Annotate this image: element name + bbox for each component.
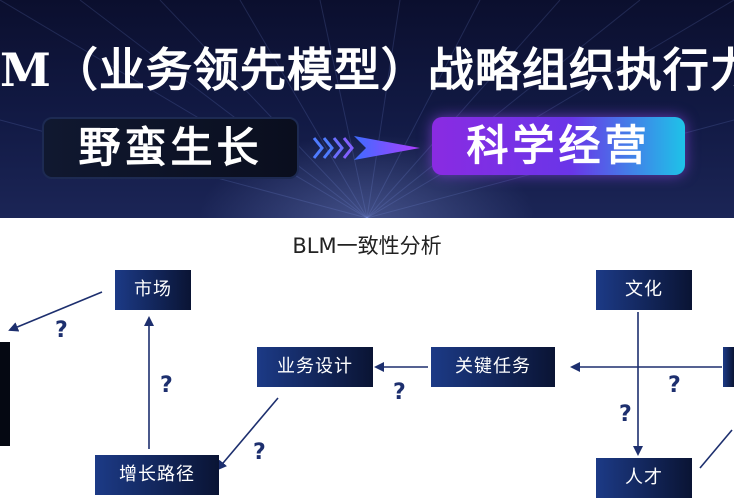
growth-path-box: 增长路径	[95, 455, 219, 495]
market-box: 市场	[115, 270, 191, 310]
banner-title: M（业务领先模型）战略组织执行力	[0, 43, 734, 97]
business-design-box: 业务设计	[257, 347, 373, 387]
arrow-right-to-talent	[699, 429, 733, 469]
arrow-design-to-growth	[216, 397, 279, 471]
question-mark-4: ?	[253, 440, 266, 465]
question-mark-3: ?	[393, 380, 406, 405]
right-edge-box	[723, 347, 734, 387]
progress-arrow-icon	[312, 136, 420, 160]
scientific-operation-pill: 科学经营	[432, 117, 685, 175]
culture-box: 文化	[596, 270, 692, 310]
question-mark-5: ?	[668, 373, 681, 398]
talent-box: 人才	[596, 458, 692, 498]
question-mark-1: ?	[55, 318, 68, 343]
question-mark-2: ?	[160, 373, 173, 398]
header-banner: M（业务领先模型）战略组织执行力 野蛮生长 科学经营	[0, 0, 734, 218]
arrow-market-to-left	[8, 291, 103, 332]
left-edge-box	[0, 342, 10, 446]
wild-growth-pill: 野蛮生长	[42, 117, 299, 179]
key-tasks-box: 关键任务	[431, 347, 555, 387]
question-mark-6: ?	[619, 402, 632, 427]
diagram-title: BLM一致性分析	[292, 234, 442, 258]
